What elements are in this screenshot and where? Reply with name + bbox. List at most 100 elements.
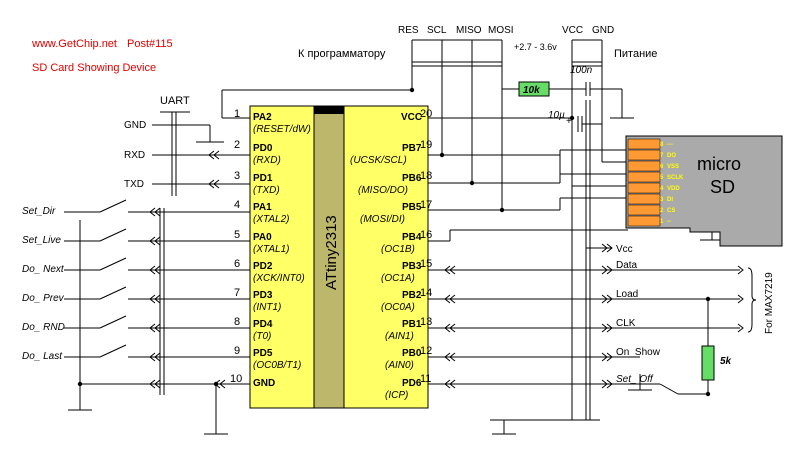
pin-pb1: PB1	[402, 319, 422, 330]
pin-pd4: PD4	[253, 319, 273, 330]
output-labels: Vcc Data Load CLK On_Show Set_ Off For M…	[616, 244, 775, 385]
pin-pd2-sub: (XCK/INT0)	[253, 273, 305, 284]
pin-pa2-sub: (RESET/dW)	[253, 124, 311, 135]
programmer-pin-res: RES	[398, 25, 419, 36]
pin-pb0-sub: (AIN0)	[385, 360, 414, 371]
resistor-10k: 10k	[502, 81, 572, 97]
power-pin-gnd: GND	[592, 25, 614, 36]
pin-18-num: 18	[420, 170, 432, 182]
uart-txd-label: TXD	[124, 179, 144, 190]
power-pin-vcc: VCC	[562, 25, 583, 36]
sd-pin-2-name: CS	[667, 208, 675, 214]
pin-pb5-sub: (MOSI/DI)	[360, 214, 405, 225]
pin-2-num: 2	[234, 139, 240, 151]
pin-pd1: PD1	[253, 173, 273, 184]
pin-pd3: PD3	[253, 290, 273, 301]
pin-pb7: PB7	[402, 143, 422, 154]
pin-pd5: PD5	[253, 348, 273, 359]
pin-pa0-sub: (XTAL1)	[253, 244, 290, 255]
pin-pb5: PB5	[402, 202, 422, 213]
capacitor-100n: 100n	[570, 65, 623, 100]
pin-10-num: 10	[230, 373, 242, 385]
pin-pd5-sub: (OC0B/T1)	[253, 360, 301, 371]
input-do-rnd: Do_ RND	[22, 322, 65, 333]
input-switches: Set_Dir Set_Live Do_ Next Do_ Prev Do_ R…	[22, 199, 250, 411]
pin-6-num: 6	[234, 258, 240, 270]
microsd-card: micro SD 8 --- 7 DO 6 VSS 5 SCLK 4 VDD 3…	[625, 135, 783, 247]
pin-pd2: PD2	[253, 261, 273, 272]
pin-pb2: PB2	[402, 290, 422, 301]
capacitor-10u: 10µ +	[548, 110, 602, 132]
pin-pb3: PB3	[402, 261, 422, 272]
input-do-next: Do_ Next	[22, 264, 65, 275]
pin-13-num: 13	[420, 316, 432, 328]
pin-pd4-sub: (T0)	[253, 331, 271, 342]
sd-pin-3: 3	[660, 197, 664, 203]
out-load: Load	[616, 289, 638, 300]
pin-16-num: 16	[420, 229, 432, 241]
programmer-label: К программатору	[298, 48, 386, 60]
pin-pb6: PB6	[402, 173, 422, 184]
resistor-5k-label: 5k	[720, 356, 732, 367]
out-data: Data	[616, 260, 638, 271]
max7219-label: For MAX7219	[764, 272, 775, 334]
pin-pa1: PA1	[253, 202, 272, 213]
pin-15-num: 15	[420, 258, 432, 270]
right-wiring	[77, 87, 757, 421]
diagram-title: SD Card Showing Device	[32, 62, 156, 74]
pin-pd6: PD6	[402, 378, 422, 389]
pin-gnd: GND	[253, 378, 275, 389]
programmer-pin-mosi: MOSI	[488, 25, 514, 36]
pin-4-num: 4	[234, 199, 240, 211]
power-label: Питание	[614, 48, 657, 60]
pin-pd6-sub: (ICP)	[385, 390, 408, 401]
sd-pin-5-name: SCLK	[667, 175, 684, 181]
pin-pb0: PB0	[402, 348, 422, 359]
uart-gnd-label: GND	[124, 120, 146, 131]
pin-pb7-sub: (UCSK/SCL)	[350, 155, 407, 166]
site-url[interactable]: www.GetChip.net	[31, 38, 117, 50]
sd-pin-8: 8	[660, 142, 664, 148]
sd-pin-7-name: DO	[667, 153, 676, 159]
post-number: Post#115	[127, 38, 173, 50]
pin-19-num: 19	[420, 139, 432, 151]
pin-pa2: PA2	[253, 112, 272, 123]
pin-pd1-sub: (TXD)	[253, 185, 280, 196]
cap-plus-sign: +	[566, 116, 572, 127]
pin-pa0: PA0	[253, 232, 272, 243]
pin-pb4-sub: (OC1B)	[381, 244, 415, 255]
pin-14-num: 14	[420, 287, 432, 299]
sd-pin-5: 5	[660, 175, 664, 181]
pin-1-num: 1	[234, 108, 240, 120]
pin-8-num: 8	[234, 316, 240, 328]
pin-pb6-sub: (MISO/DO)	[358, 185, 408, 196]
pin-pd0-sub: (RXD)	[253, 155, 281, 166]
attiny2313-chip: ATtiny2313	[249, 105, 429, 409]
pin-pa1-sub: (XTAL2)	[253, 214, 290, 225]
sd-pin-1: 1	[660, 219, 664, 225]
out-on-show: On_Show	[616, 347, 661, 358]
sd-label-sd: SD	[710, 177, 735, 197]
pin-pd3-sub: (INT1)	[253, 302, 281, 313]
sd-label-micro: micro	[697, 154, 741, 174]
voltage-label: +2.7 - 3.6v	[514, 42, 557, 52]
out-set-off: Set_ Off	[616, 374, 654, 385]
sd-pin-6-name: VSS	[667, 164, 679, 170]
sd-pin-2: 2	[660, 208, 664, 214]
pin-pb2-sub: (OC0A)	[381, 302, 415, 313]
chip-name: ATtiny2313	[323, 215, 340, 290]
out-vcc: Vcc	[616, 244, 633, 255]
pin-pb4: PB4	[402, 232, 422, 243]
uart-label: UART	[160, 95, 190, 107]
chip-left-pins: 1 PA2 (RESET/dW) 2 PD0 (RXD) 3 PD1 (TXD)…	[221, 89, 412, 389]
pin-vcc: VCC	[401, 112, 422, 123]
pin-pb1-sub: (AIN1)	[385, 331, 414, 342]
programmer-pin-scl: SCL	[427, 25, 447, 36]
input-set-live: Set_Live	[22, 235, 61, 246]
programmer-pin-miso: MISO	[456, 25, 482, 36]
sd-pin-4: 4	[660, 186, 664, 192]
input-do-last: Do_ Last	[22, 351, 63, 362]
uart-rxd-label: RXD	[124, 150, 145, 161]
pin-5-num: 5	[234, 229, 240, 241]
